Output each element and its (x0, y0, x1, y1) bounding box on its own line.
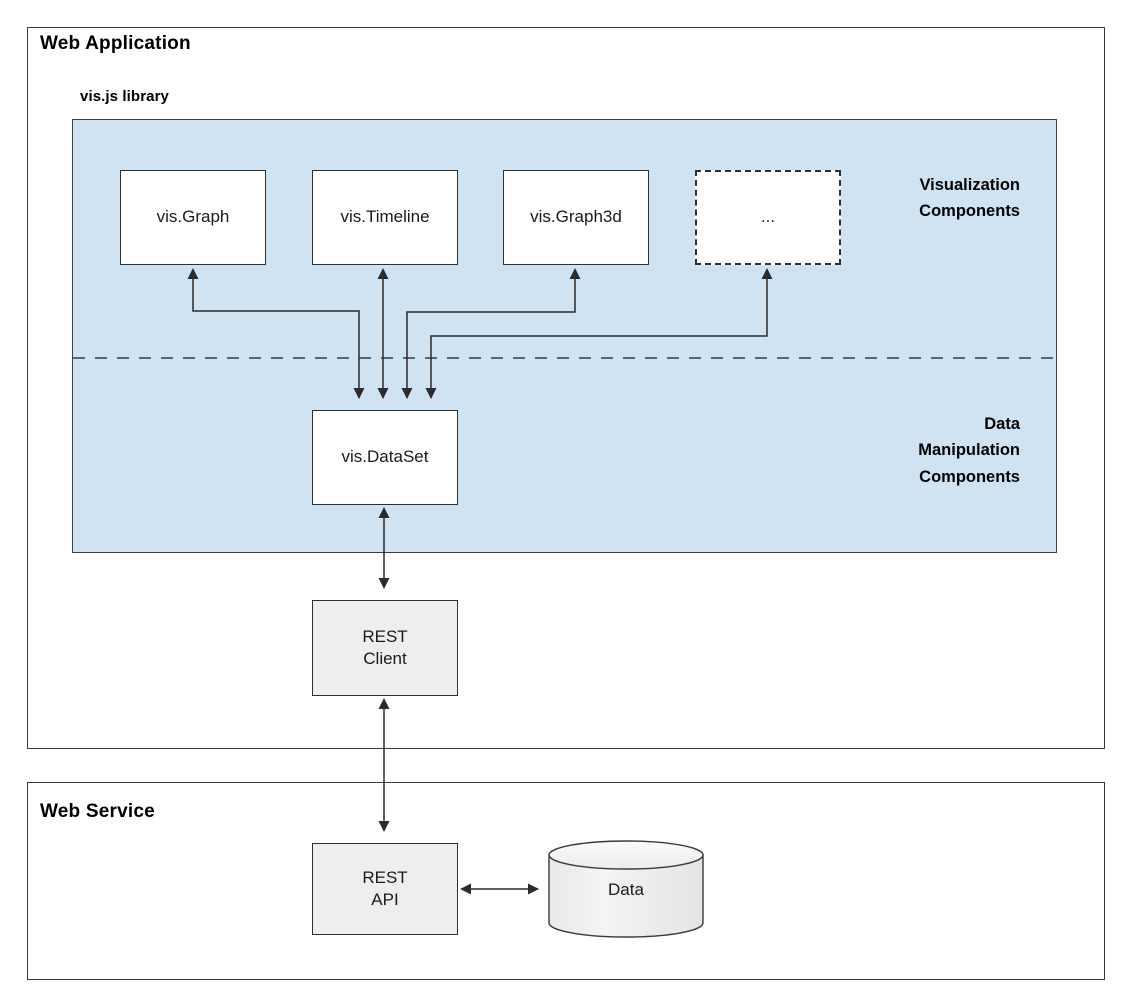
web-application-title: Web Application (40, 33, 191, 54)
node-data-store-label: Data (608, 880, 644, 899)
visjs-library-label: vis.js library (80, 88, 169, 105)
data-manipulation-components-label: Data Manipulation Components (918, 415, 1020, 486)
node-data-store[interactable]: Data (548, 840, 704, 938)
node-rest-api-label-line2: API (371, 890, 399, 909)
node-vis-graph3d[interactable]: vis.Graph3d (503, 170, 649, 265)
node-rest-client[interactable]: REST Client (312, 600, 458, 696)
node-rest-client-label-line2: Client (363, 649, 407, 668)
node-vis-timeline[interactable]: vis.Timeline (312, 170, 458, 265)
node-ellipsis-label: ... (760, 207, 776, 227)
node-rest-client-label-line1: REST (362, 626, 408, 646)
node-vis-graph3d-label: vis.Graph3d (530, 207, 622, 227)
visualization-components-label: Visualization Components (919, 176, 1020, 221)
web-service-title: Web Service (40, 801, 155, 822)
node-rest-api[interactable]: REST API (312, 843, 458, 935)
node-vis-dataset[interactable]: vis.DataSet (312, 410, 458, 505)
node-vis-timeline-label: vis.Timeline (340, 207, 430, 227)
data-cylinder-shape (548, 840, 704, 938)
node-ellipsis-placeholder[interactable]: ... (695, 170, 841, 265)
node-vis-graph-label: vis.Graph (156, 207, 230, 227)
node-rest-api-label-line1: REST (362, 867, 408, 887)
node-vis-dataset-label: vis.DataSet (341, 447, 429, 467)
node-vis-graph[interactable]: vis.Graph (120, 170, 266, 265)
